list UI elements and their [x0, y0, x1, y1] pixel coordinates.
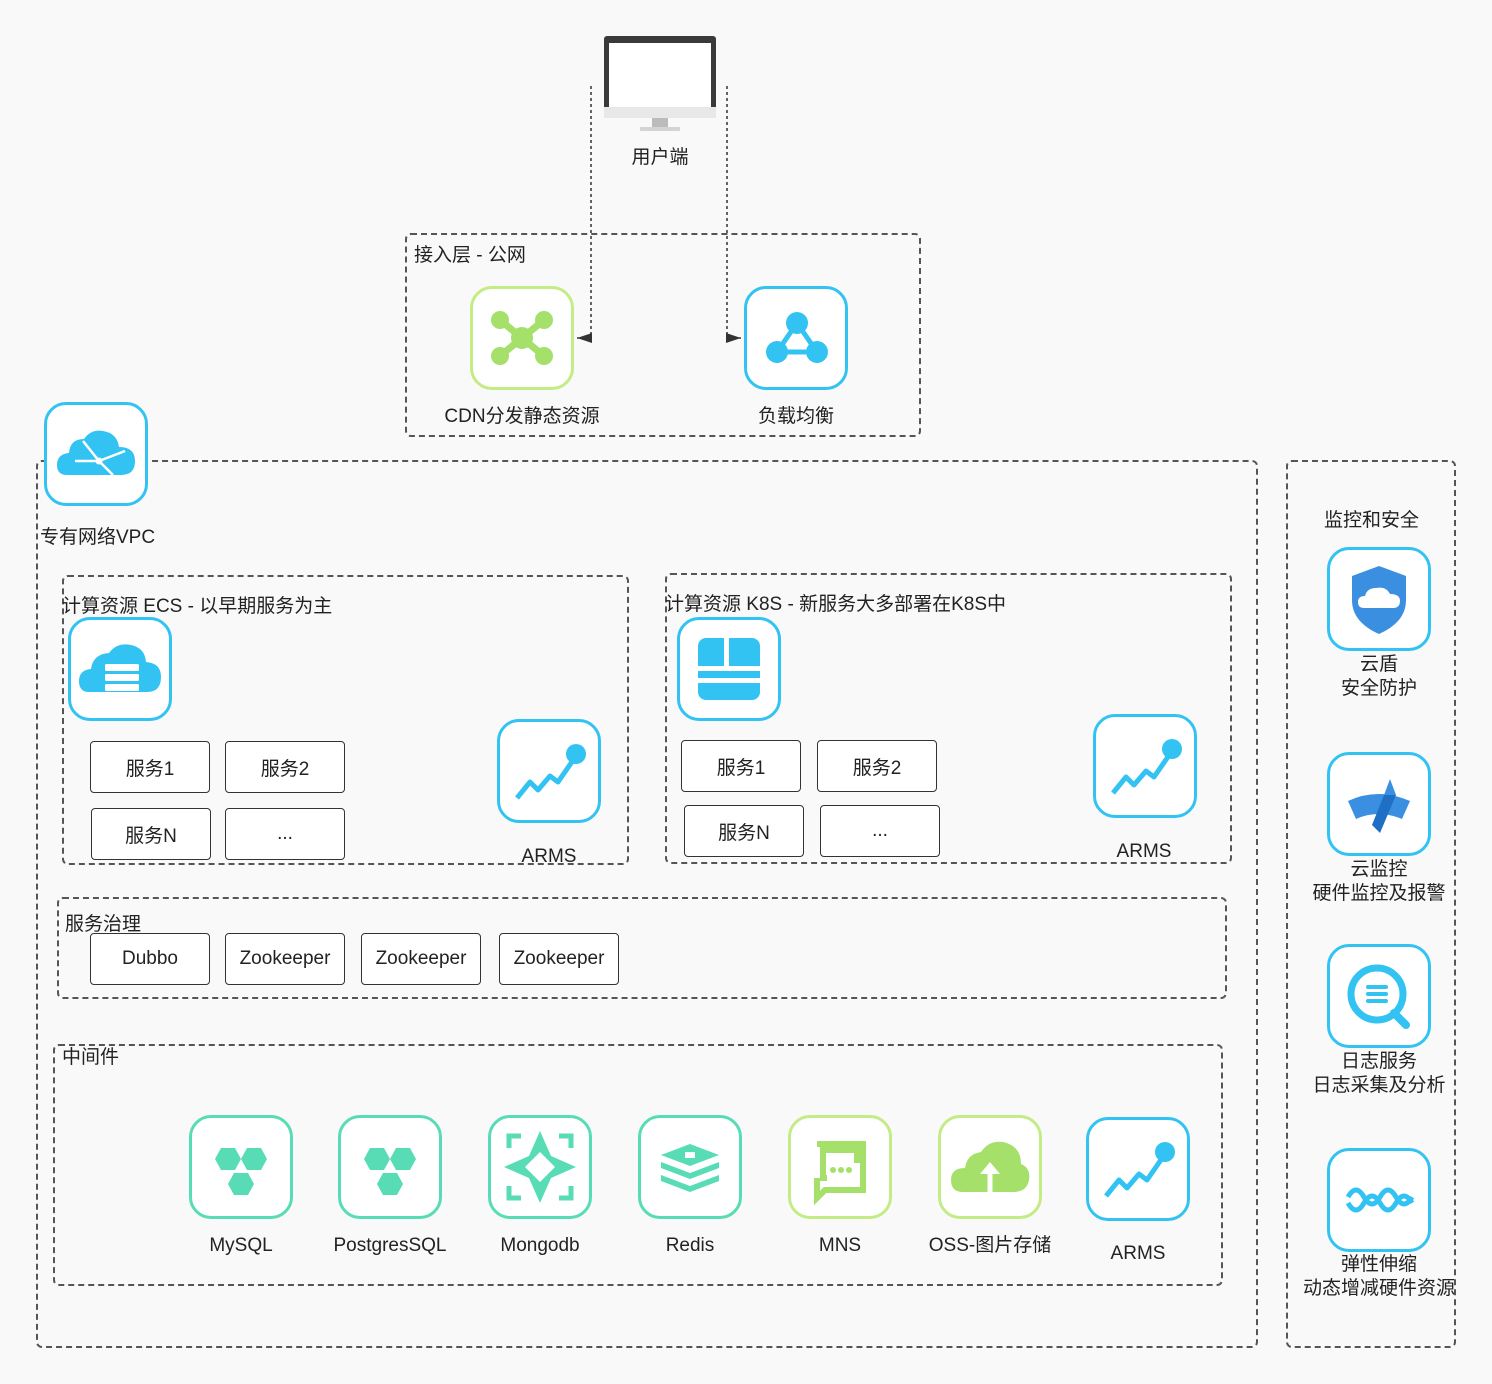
mysql-icon — [215, 1148, 267, 1195]
ecs-service-box[interactable]: 服务N — [91, 808, 211, 860]
k8s-node[interactable] — [677, 617, 781, 721]
vpc-label: 专有网络VPC — [40, 527, 156, 548]
ecs-arms-label: ARMS — [521, 846, 577, 867]
mns-icon — [814, 1141, 866, 1206]
auto-scaling-label-1: 弹性伸缩 — [1340, 1254, 1417, 1275]
arms-icon — [1111, 739, 1182, 795]
governance-title: 服务治理 — [65, 914, 142, 935]
mysql-label: MySQL — [209, 1235, 273, 1256]
auto-scaling-label-2: 动态增减硬件资源 — [1302, 1278, 1455, 1299]
middleware-arms-label: ARMS — [1110, 1243, 1166, 1264]
k8s-service-box[interactable]: 服务2 — [817, 740, 937, 792]
mysql-node[interactable] — [189, 1115, 293, 1219]
k8s-container-icon — [698, 638, 760, 700]
k8s-service-box[interactable]: ... — [820, 805, 940, 857]
oss-label: OSS-图片存储 — [928, 1235, 1052, 1256]
ecs-group-title: 计算资源 ECS - 以早期服务为主 — [62, 596, 333, 617]
zookeeper-box[interactable]: Zookeeper — [361, 933, 481, 985]
ecs-server-icon — [79, 644, 161, 692]
slb-node[interactable] — [744, 286, 848, 390]
ecs-arms-node[interactable] — [497, 719, 601, 823]
client-node[interactable] — [600, 34, 720, 134]
cloud-monitor-label-2: 硬件监控及报警 — [1312, 883, 1446, 904]
dubbo-box[interactable]: Dubbo — [90, 933, 210, 985]
k8s-service-box[interactable]: 服务1 — [681, 740, 801, 792]
client-label: 用户端 — [631, 147, 689, 168]
mns-node[interactable] — [788, 1115, 892, 1219]
log-service-label-2: 日志采集及分析 — [1312, 1075, 1446, 1096]
monitoring-title: 监控和安全 — [1324, 510, 1420, 531]
middleware-title: 中间件 — [62, 1047, 120, 1068]
cdn-node[interactable] — [470, 286, 574, 390]
vpc-group — [36, 460, 1258, 1348]
arms-icon — [1104, 1142, 1175, 1198]
k8s-arms-label: ARMS — [1116, 841, 1172, 862]
cdn-label: CDN分发静态资源 — [444, 406, 600, 427]
ecs-service-box[interactable]: ... — [225, 808, 345, 860]
mongodb-icon — [504, 1131, 576, 1203]
log-service-node[interactable] — [1327, 944, 1431, 1048]
ecs-service-box[interactable]: 服务1 — [90, 741, 210, 793]
postgresql-icon — [364, 1148, 416, 1195]
cloud-shield-label-2: 安全防护 — [1340, 678, 1417, 699]
cloud-monitor-icon — [1348, 779, 1410, 833]
cloud-shield-icon — [1352, 566, 1406, 634]
k8s-group-title: 计算资源 K8S - 新服务大多部署在K8S中 — [665, 594, 1006, 615]
zookeeper-box[interactable]: Zookeeper — [499, 933, 619, 985]
auto-scaling-icon — [1345, 1187, 1415, 1213]
auto-scaling-node[interactable] — [1327, 1148, 1431, 1252]
k8s-arms-node[interactable] — [1093, 714, 1197, 818]
log-service-icon — [1347, 964, 1410, 1029]
postgresql-label: PostgresSQL — [333, 1235, 447, 1256]
ecs-service-box[interactable]: 服务2 — [225, 741, 345, 793]
zookeeper-box[interactable]: Zookeeper — [225, 933, 345, 985]
k8s-service-box[interactable]: 服务N — [684, 805, 804, 857]
log-service-label-1: 日志服务 — [1340, 1051, 1417, 1072]
load-balancer-icon — [766, 312, 828, 363]
middleware-arms-node[interactable] — [1086, 1117, 1190, 1221]
mns-label: MNS — [818, 1235, 862, 1256]
ecs-group — [62, 575, 629, 865]
cloud-monitor-label-1: 云监控 — [1350, 859, 1408, 880]
k8s-group — [665, 573, 1232, 864]
monitor-icon — [604, 36, 716, 131]
arms-icon — [515, 744, 586, 800]
cloud-shield-node[interactable] — [1327, 547, 1431, 651]
oss-node[interactable] — [938, 1115, 1042, 1219]
ecs-node[interactable] — [68, 617, 172, 721]
redis-node[interactable] — [638, 1115, 742, 1219]
cdn-icon — [491, 311, 553, 365]
postgresql-node[interactable] — [338, 1115, 442, 1219]
cloud-shield-label-1: 云盾 — [1359, 654, 1398, 675]
middleware-group — [53, 1044, 1223, 1286]
vpc-cloud-icon — [57, 430, 135, 476]
access-layer-group — [405, 233, 921, 437]
vpc-node[interactable] — [44, 402, 148, 506]
governance-group — [57, 897, 1227, 999]
oss-icon — [951, 1141, 1030, 1192]
monitoring-group — [1286, 460, 1456, 1348]
access-layer-title: 接入层 - 公网 — [414, 245, 526, 266]
slb-label: 负载均衡 — [757, 406, 834, 427]
mongodb-node[interactable] — [488, 1115, 592, 1219]
mongodb-label: Mongodb — [500, 1235, 580, 1256]
redis-label: Redis — [665, 1235, 715, 1256]
redis-icon — [661, 1144, 719, 1192]
cloud-monitor-node[interactable] — [1327, 752, 1431, 856]
